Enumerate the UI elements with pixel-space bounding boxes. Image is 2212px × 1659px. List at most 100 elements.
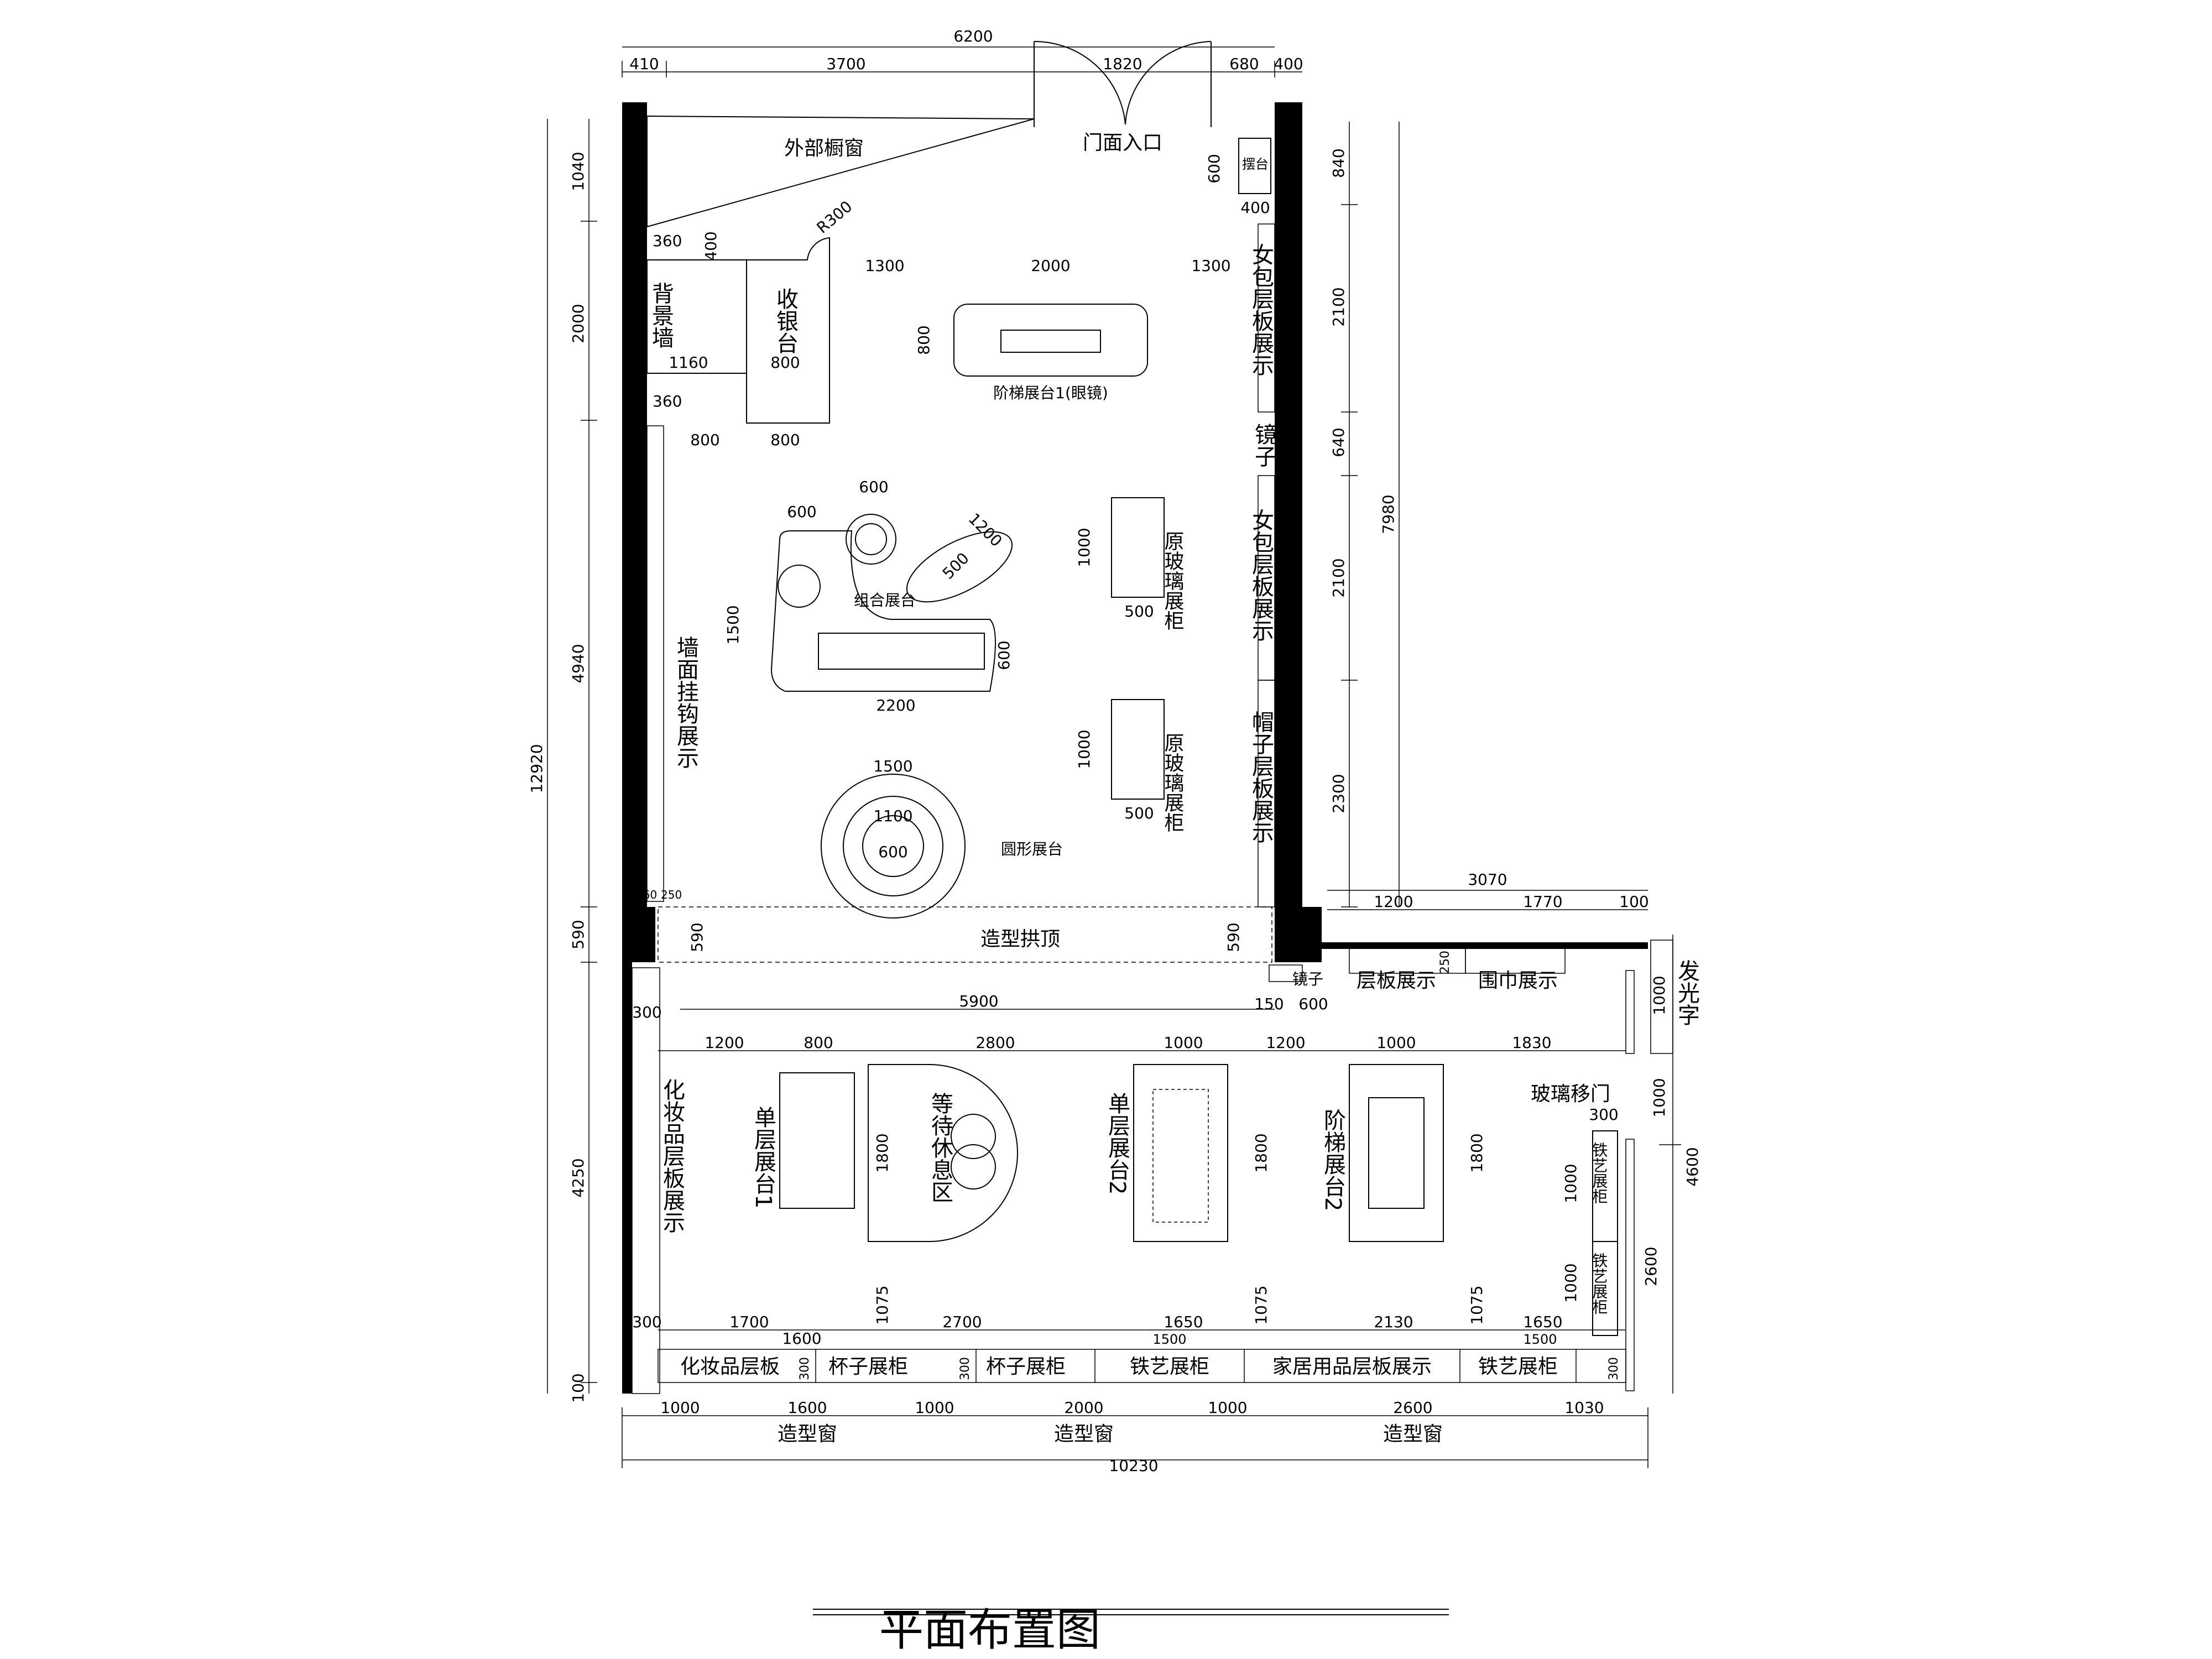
dim-1500r: 1500	[873, 757, 912, 775]
dim-100r: 100	[1619, 893, 1648, 911]
title-block: 平面布置图	[813, 1604, 1449, 1656]
dim-1200r: 1200	[1374, 893, 1413, 911]
page-title: 平面布置图	[879, 1604, 1100, 1656]
dim-250: 250	[661, 888, 682, 901]
label-iron-cabinet-bottom-2: 铁艺展柜	[1478, 1355, 1558, 1378]
dim-1075c: 1075	[1468, 1285, 1486, 1324]
dim-w1000b: 1000	[915, 1399, 954, 1417]
dim-260: 260	[636, 888, 657, 901]
dim-600b: 600	[787, 503, 816, 521]
dim-500: 500	[939, 549, 973, 583]
dim-1000g1: 1000	[1075, 528, 1093, 567]
dim-1075a: 1075	[873, 1285, 891, 1324]
label-glass-sliding-door: 玻璃移门	[1531, 1083, 1610, 1105]
dim-1000ib: 1000	[1562, 1263, 1580, 1302]
dim-500g2: 500	[1124, 804, 1154, 822]
dim-1800b: 1800	[1252, 1133, 1270, 1172]
label-background-wall: 背景墙	[648, 282, 674, 348]
dim-300a: 300	[632, 1003, 661, 1021]
dim-b1500a: 1500	[1152, 1332, 1186, 1347]
label-hat-shelf: 帽子层板展示	[1248, 711, 1274, 843]
dim-s300a: 300	[798, 1357, 812, 1380]
dim-right-5: 2300	[1329, 774, 1348, 813]
dim-bottom-total: 10230	[1109, 1457, 1158, 1475]
dim-right-total: 7980	[1379, 494, 1397, 534]
label-single-display-2: 单层展台2	[1104, 1092, 1130, 1194]
dim-right-3: 640	[1329, 427, 1348, 457]
dim-250s: 250	[1438, 951, 1452, 974]
dim-300c: 300	[1589, 1105, 1618, 1124]
dim-1160: 1160	[669, 353, 708, 372]
dim-1200a: 1200	[965, 509, 1006, 550]
dim-1300b: 1300	[1191, 257, 1230, 275]
label-iron-cabinet-b: 铁艺展柜	[1590, 1253, 1609, 1314]
label-single-display-1: 单层展台1	[750, 1106, 776, 1208]
dim-1075b: 1075	[1252, 1285, 1270, 1324]
label-cosmetics-shelf-bottom: 化妆品层板	[680, 1355, 780, 1378]
dim-w1000c: 1000	[1208, 1399, 1247, 1417]
dimension-lines	[547, 46, 1681, 1468]
label-cup-cabinet-2: 杯子展柜	[986, 1355, 1066, 1378]
label-step-display-1: 阶梯展台1(眼镜)	[993, 384, 1108, 402]
dim-w1600: 1600	[787, 1399, 827, 1417]
dim-top-5: 400	[1274, 55, 1303, 73]
dim-top-3: 1820	[1103, 55, 1142, 73]
dim-400: 400	[702, 231, 720, 260]
dim-500g1: 500	[1124, 602, 1154, 620]
label-entrance: 门面入口	[1083, 132, 1162, 154]
dim-r1000a: 1000	[1164, 1034, 1203, 1052]
label-wall-hook: 墙面挂钩展示	[673, 636, 698, 769]
label-light-sign: 发光字	[1674, 959, 1699, 1026]
dim-1000ia: 1000	[1562, 1164, 1580, 1203]
dim-stand-600: 600	[1205, 154, 1223, 183]
label-stand: 摆台	[1242, 156, 1269, 172]
label-shelf-display: 层板展示	[1357, 969, 1436, 992]
dim-360a: 360	[653, 232, 682, 250]
dim-590l: 590	[688, 922, 706, 952]
dim-left-2: 2000	[569, 304, 587, 343]
dim-left-5: 4250	[569, 1158, 587, 1197]
dim-top-4: 680	[1229, 55, 1259, 73]
dim-w1030: 1030	[1564, 1399, 1604, 1417]
dim-1800a: 1800	[873, 1133, 891, 1172]
dim-b1500b: 1500	[1523, 1332, 1557, 1347]
dim-1800c: 1800	[1468, 1133, 1486, 1172]
dim-800b: 800	[770, 431, 800, 449]
dim-1770: 1770	[1523, 893, 1562, 911]
dim-1100: 1100	[873, 807, 912, 825]
dim-600m: 600	[1298, 995, 1328, 1013]
dim-800c: 800	[770, 353, 800, 372]
dim-1300a: 1300	[865, 257, 904, 275]
walls	[622, 102, 1648, 1394]
dim-right-2: 2100	[1329, 287, 1348, 326]
dim-r1200: 1200	[705, 1034, 744, 1052]
dim-800a: 800	[690, 431, 719, 449]
dim-right-4: 2100	[1329, 558, 1348, 597]
dim-4600: 4600	[1683, 1147, 1702, 1186]
label-combo-display: 组合展台	[854, 591, 916, 609]
dim-b2130: 2130	[1374, 1313, 1413, 1331]
dim-left-1: 1040	[569, 152, 587, 191]
dim-600r: 600	[878, 843, 907, 861]
fixtures	[632, 40, 1673, 1394]
dim-left-6: 100	[569, 1373, 587, 1402]
dim-5900: 5900	[959, 992, 998, 1010]
dim-right-1: 840	[1329, 148, 1348, 178]
dim-2200: 2200	[876, 696, 915, 714]
dimension-texts: 6200 410 3700 1820 680 400 12920 1040 20…	[528, 27, 1702, 1475]
label-glass-cabinet-2: 原玻璃展柜	[1161, 733, 1185, 832]
dim-stand-400: 400	[1240, 199, 1270, 217]
dim-b1650b: 1650	[1523, 1313, 1562, 1331]
dim-left-3: 4940	[569, 644, 587, 683]
label-waiting-area: 等待休息区	[927, 1092, 953, 1203]
dim-1000g2: 1000	[1075, 729, 1093, 769]
dim-top-1: 410	[629, 55, 659, 73]
label-shaped-window-1: 造型窗	[778, 1423, 837, 1446]
dim-1000s: 1000	[1650, 975, 1668, 1015]
label-vault-ceiling: 造型拱顶	[980, 928, 1060, 951]
dim-r800: 800	[804, 1034, 833, 1052]
dim-r300: R300	[813, 197, 855, 237]
label-womens-bag-1: 女包层板展示	[1248, 243, 1274, 376]
dim-r1830: 1830	[1512, 1034, 1551, 1052]
